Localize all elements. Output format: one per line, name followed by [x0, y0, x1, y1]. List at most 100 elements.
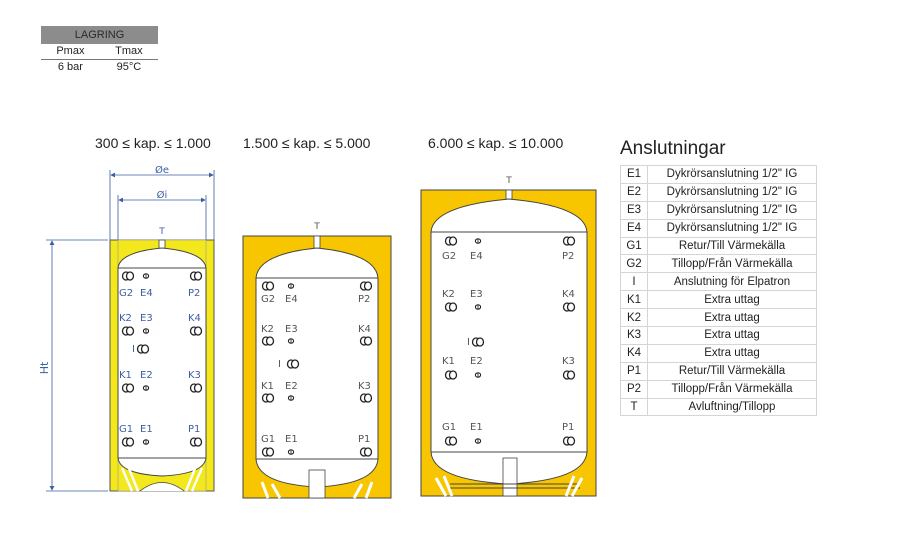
- svg-text:K1: K1: [261, 381, 274, 392]
- pmax-value: 6 bar: [57, 61, 83, 73]
- lagring-title: LAGRING: [41, 26, 158, 44]
- svg-text:T: T: [505, 176, 512, 186]
- svg-text:T: T: [313, 222, 320, 232]
- connection-description: Dykrörsanslutning 1/2" IG: [647, 165, 817, 184]
- svg-text:K2: K2: [119, 313, 132, 324]
- svg-text:G2: G2: [442, 251, 456, 262]
- connection-code: K2: [620, 308, 648, 328]
- svg-text:K1: K1: [119, 370, 132, 381]
- svg-text:E3: E3: [285, 324, 298, 335]
- svg-text:K2: K2: [261, 324, 274, 335]
- svg-text:E1: E1: [470, 422, 483, 433]
- connection-description: Dykrörsanslutning 1/2" IG: [647, 218, 817, 238]
- svg-text:K3: K3: [188, 370, 201, 381]
- connection-description: Dykrörsanslutning 1/2" IG: [647, 200, 817, 220]
- tank-medium: T G2 E4 P2 K2 E3 K4 I K1 E2 K3 G1 E1 P1: [242, 222, 392, 499]
- svg-text:E3: E3: [140, 313, 153, 324]
- connection-code: K4: [620, 343, 648, 363]
- connection-description: Tillopp/Från Värmekälla: [647, 379, 817, 399]
- svg-text:E4: E4: [285, 294, 298, 305]
- svg-text:E1: E1: [140, 424, 153, 435]
- svg-text:G1: G1: [442, 422, 456, 433]
- connection-description: Extra uttag: [647, 290, 817, 310]
- capacity-heading-large: 6.000 ≤ kap. ≤ 10.000: [428, 135, 564, 151]
- svg-text:P1: P1: [358, 434, 370, 445]
- connection-code: K1: [620, 290, 648, 310]
- svg-text:E4: E4: [470, 251, 483, 262]
- svg-text:P1: P1: [562, 422, 574, 433]
- connection-code: E3: [620, 200, 648, 220]
- tmax-label: Tmax: [115, 45, 143, 57]
- connection-code: T: [620, 397, 648, 417]
- svg-text:P2: P2: [358, 294, 370, 305]
- connection-description: Anslutning för Elpatron: [647, 272, 817, 292]
- svg-text:E4: E4: [140, 288, 153, 299]
- connection-code: P2: [620, 379, 648, 399]
- connection-description: Extra uttag: [647, 326, 817, 345]
- svg-text:I: I: [467, 337, 470, 348]
- connection-description: Avluftning/Tillopp: [647, 397, 817, 417]
- connections-title: Anslutningar: [620, 138, 726, 159]
- svg-text:K4: K4: [562, 289, 575, 300]
- capacity-heading-small: 300 ≤ kap. ≤ 1.000: [95, 135, 211, 151]
- svg-text:K3: K3: [358, 381, 371, 392]
- lagring-header-row: Pmax Tmax: [41, 44, 158, 60]
- svg-text:G1: G1: [119, 424, 133, 435]
- capacity-heading-medium: 1.500 ≤ kap. ≤ 5.000: [243, 135, 371, 151]
- connection-code: E2: [620, 182, 648, 202]
- connection-description: Tillopp/Från Värmekälla: [647, 254, 817, 274]
- svg-text:K4: K4: [188, 313, 201, 324]
- svg-text:E2: E2: [140, 370, 153, 381]
- svg-text:K4: K4: [358, 324, 371, 335]
- connection-description: Retur/Till Värmekälla: [647, 361, 817, 381]
- connection-code: E4: [620, 218, 648, 238]
- tank-small: Øe Øi Ht T G2 E4 P2 K2 E3 K4 I K1 E2 K3 G1 E1 P1: [38, 164, 215, 492]
- connection-description: Extra uttag: [647, 343, 817, 363]
- connection-code: G1: [620, 236, 648, 256]
- outer-diameter-label: Øe: [155, 164, 169, 176]
- connection-code: G2: [620, 254, 648, 274]
- svg-text:T: T: [158, 227, 165, 237]
- pmax-label: Pmax: [56, 45, 85, 57]
- lagring-table: LAGRING Pmax Tmax 6 bar 95°C: [41, 26, 158, 75]
- svg-text:G1: G1: [261, 434, 275, 445]
- lagring-value-row: 6 bar 95°C: [41, 60, 158, 75]
- svg-text:K1: K1: [442, 356, 455, 367]
- connection-description: Extra uttag: [647, 308, 817, 328]
- connection-code: I: [620, 272, 648, 292]
- svg-text:P1: P1: [188, 424, 200, 435]
- svg-text:E2: E2: [285, 381, 298, 392]
- connection-description: Dykrörsanslutning 1/2" IG: [647, 182, 817, 202]
- height-label: Ht: [38, 361, 51, 374]
- svg-text:E2: E2: [470, 356, 483, 367]
- svg-text:I: I: [278, 359, 281, 370]
- inner-diameter-label: Øi: [157, 189, 168, 201]
- svg-text:P2: P2: [188, 288, 200, 299]
- svg-text:E1: E1: [285, 434, 298, 445]
- svg-text:I: I: [132, 344, 135, 355]
- svg-text:K3: K3: [562, 356, 575, 367]
- svg-text:G2: G2: [261, 294, 275, 305]
- svg-text:P2: P2: [562, 251, 574, 262]
- svg-text:G2: G2: [119, 288, 133, 299]
- connection-code: K3: [620, 326, 648, 345]
- connection-code: E1: [620, 165, 648, 184]
- svg-text:E3: E3: [470, 289, 483, 300]
- tmax-value: 95°C: [116, 61, 142, 73]
